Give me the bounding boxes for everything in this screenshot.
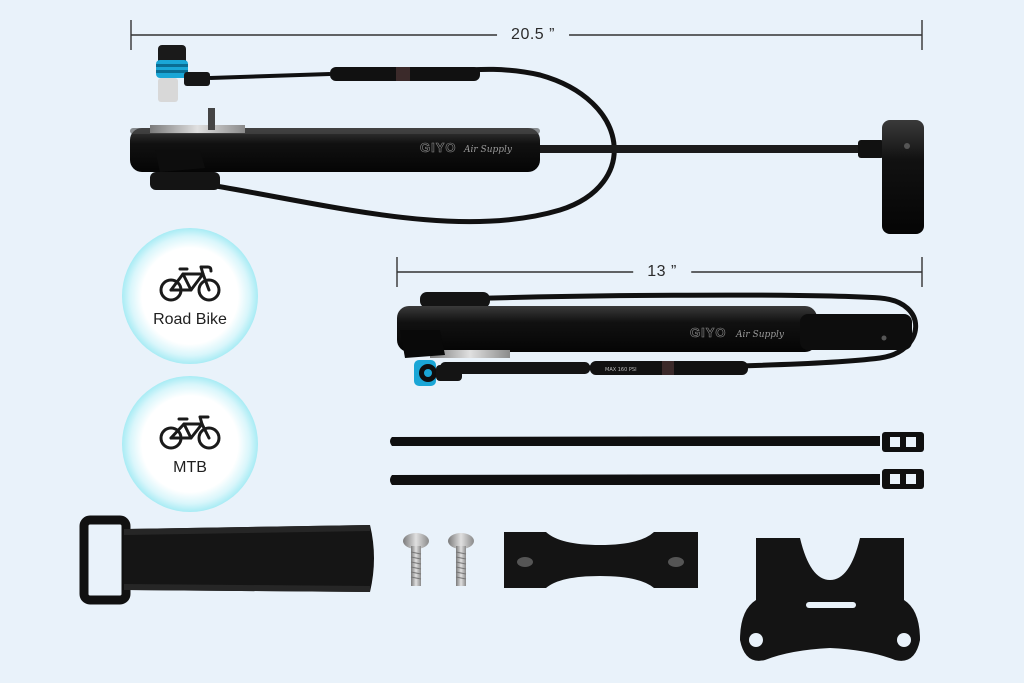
mtb-badge: MTB: [122, 376, 258, 512]
zip-tie-2: [390, 469, 924, 489]
frame-mount-bracket: [740, 538, 920, 661]
pump-shaft: [540, 145, 860, 153]
road-bike-icon: [159, 265, 221, 302]
mtb-label: MTB: [173, 459, 207, 476]
hose: [209, 66, 617, 225]
road-bike-label: Road Bike: [153, 311, 227, 328]
pump-barrel: [130, 128, 540, 172]
compact-length-label: 13 ”: [633, 263, 691, 281]
presta-chuck-head: [156, 45, 210, 102]
pump-barrel-compact: [397, 306, 817, 352]
road-bike-badge: Road Bike: [122, 228, 258, 364]
t-handle: [882, 120, 924, 234]
screw-2: [448, 533, 474, 586]
velcro-strap: [79, 515, 374, 605]
brand-logo: GIYO: [420, 140, 457, 155]
model-script: Air Supply: [463, 145, 513, 155]
brand-logo-compact: GIYO: [690, 325, 727, 340]
screw-1: [403, 533, 429, 586]
presta-chuck-compact: [414, 360, 462, 386]
mountain-bike-icon: [159, 415, 221, 450]
rubber-mount-pad: [504, 532, 698, 588]
zip-tie-1: [390, 432, 924, 452]
pump-compact: GIYO Air Supply MAX 160 PSI: [397, 292, 919, 386]
pump-extended: GIYO Air Supply: [130, 45, 924, 234]
full-length-label: 20.5 ”: [497, 26, 569, 44]
hose-marking: MAX 160 PSI: [605, 367, 637, 373]
model-script-compact: Air Supply: [735, 330, 785, 340]
